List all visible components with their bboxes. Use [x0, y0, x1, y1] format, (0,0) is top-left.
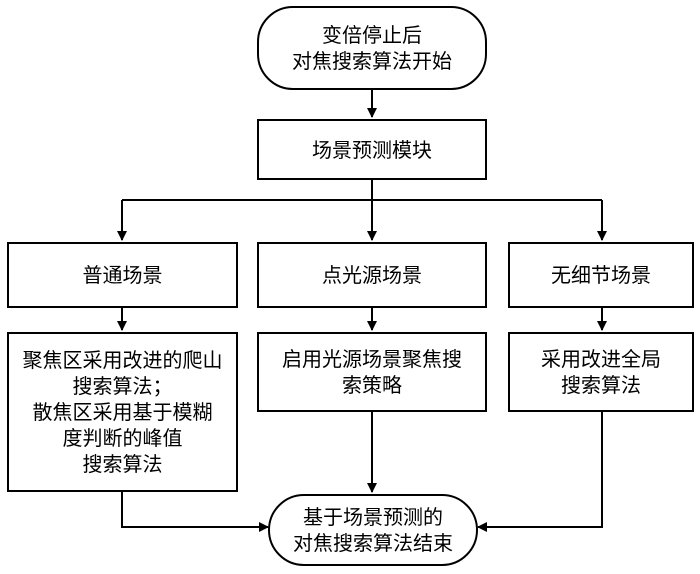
arrow-nodetail-action-to-end	[477, 412, 603, 532]
normal-action-line-1: 聚焦区采用改进的爬山	[22, 348, 223, 372]
start-terminal: 变倍停止后 对焦搜索算法开始	[257, 6, 487, 90]
arrow-normal-action-to-end	[121, 492, 269, 532]
normal-action-box: 聚焦区采用改进的爬山 搜索算法； 散焦区采用基于模糊 度判断的峰值 搜索算法	[7, 332, 238, 492]
point-action-line-1: 启用光源场景聚焦搜	[282, 347, 462, 371]
end-line-2: 对焦搜索算法结束	[293, 531, 453, 555]
no-detail-scene-box: 无细节场景	[508, 242, 694, 308]
normal-action-line-2: 搜索算法；	[72, 374, 173, 398]
start-line-2: 对焦搜索算法开始	[292, 49, 452, 73]
end-line-1: 基于场景预测的	[303, 505, 443, 529]
start-line-1: 变倍停止后	[322, 23, 422, 47]
normal-action-line-5: 搜索算法	[82, 452, 163, 476]
no-detail-action-line-1: 采用改进全局	[541, 347, 661, 371]
point-light-scene-box: 点光源场景	[257, 242, 487, 308]
point-light-scene-label: 点光源场景	[322, 263, 422, 287]
no-detail-scene-label: 无细节场景	[551, 263, 651, 287]
point-action-box: 启用光源场景聚焦搜 索策略	[257, 332, 487, 412]
no-detail-action-box: 采用改进全局 搜索算法	[508, 332, 694, 412]
normal-action-line-4: 度判断的峰值	[62, 426, 183, 450]
scene-prediction-label: 场景预测模块	[312, 137, 432, 162]
scene-prediction-module: 场景预测模块	[257, 119, 487, 180]
point-action-line-2: 索策略	[342, 373, 402, 397]
no-detail-action-line-2: 搜索算法	[561, 373, 641, 397]
normal-action-line-3: 散焦区采用基于模糊	[32, 400, 213, 424]
normal-scene-box: 普通场景	[7, 242, 238, 308]
normal-scene-label: 普通场景	[82, 263, 163, 287]
end-terminal: 基于场景预测的 对焦搜索算法结束	[268, 494, 478, 566]
